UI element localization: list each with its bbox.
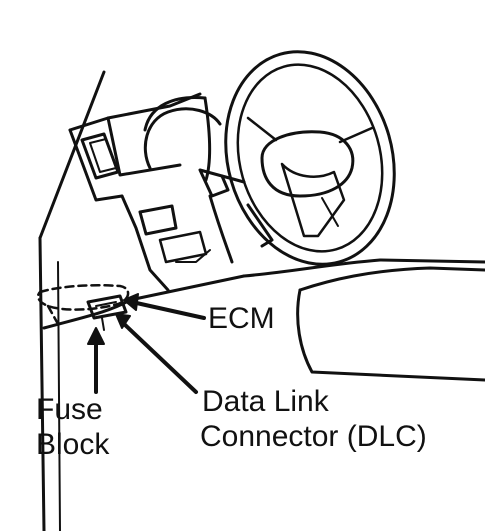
steering-column (198, 168, 274, 264)
steering-wheel (224, 50, 396, 266)
dlc-label-line-1: Data Link (202, 385, 329, 418)
floor-and-seat (42, 258, 485, 382)
fuse-block-label-line-1: Fuse (36, 393, 103, 426)
instrument-cluster (143, 95, 222, 182)
leader-arrows (87, 293, 206, 394)
left-air-vent (80, 132, 120, 180)
center-panel (120, 194, 211, 292)
dashboard-top (68, 92, 202, 202)
ecm-label: ECM (208, 302, 275, 335)
dlc-label-line-2: Connector (DLC) (200, 420, 427, 453)
a-pillar (38, 70, 106, 531)
fuse-block-label-line-2: Block (36, 428, 110, 461)
connector-cluster (86, 294, 128, 331)
fuse-block-outline (36, 284, 130, 326)
